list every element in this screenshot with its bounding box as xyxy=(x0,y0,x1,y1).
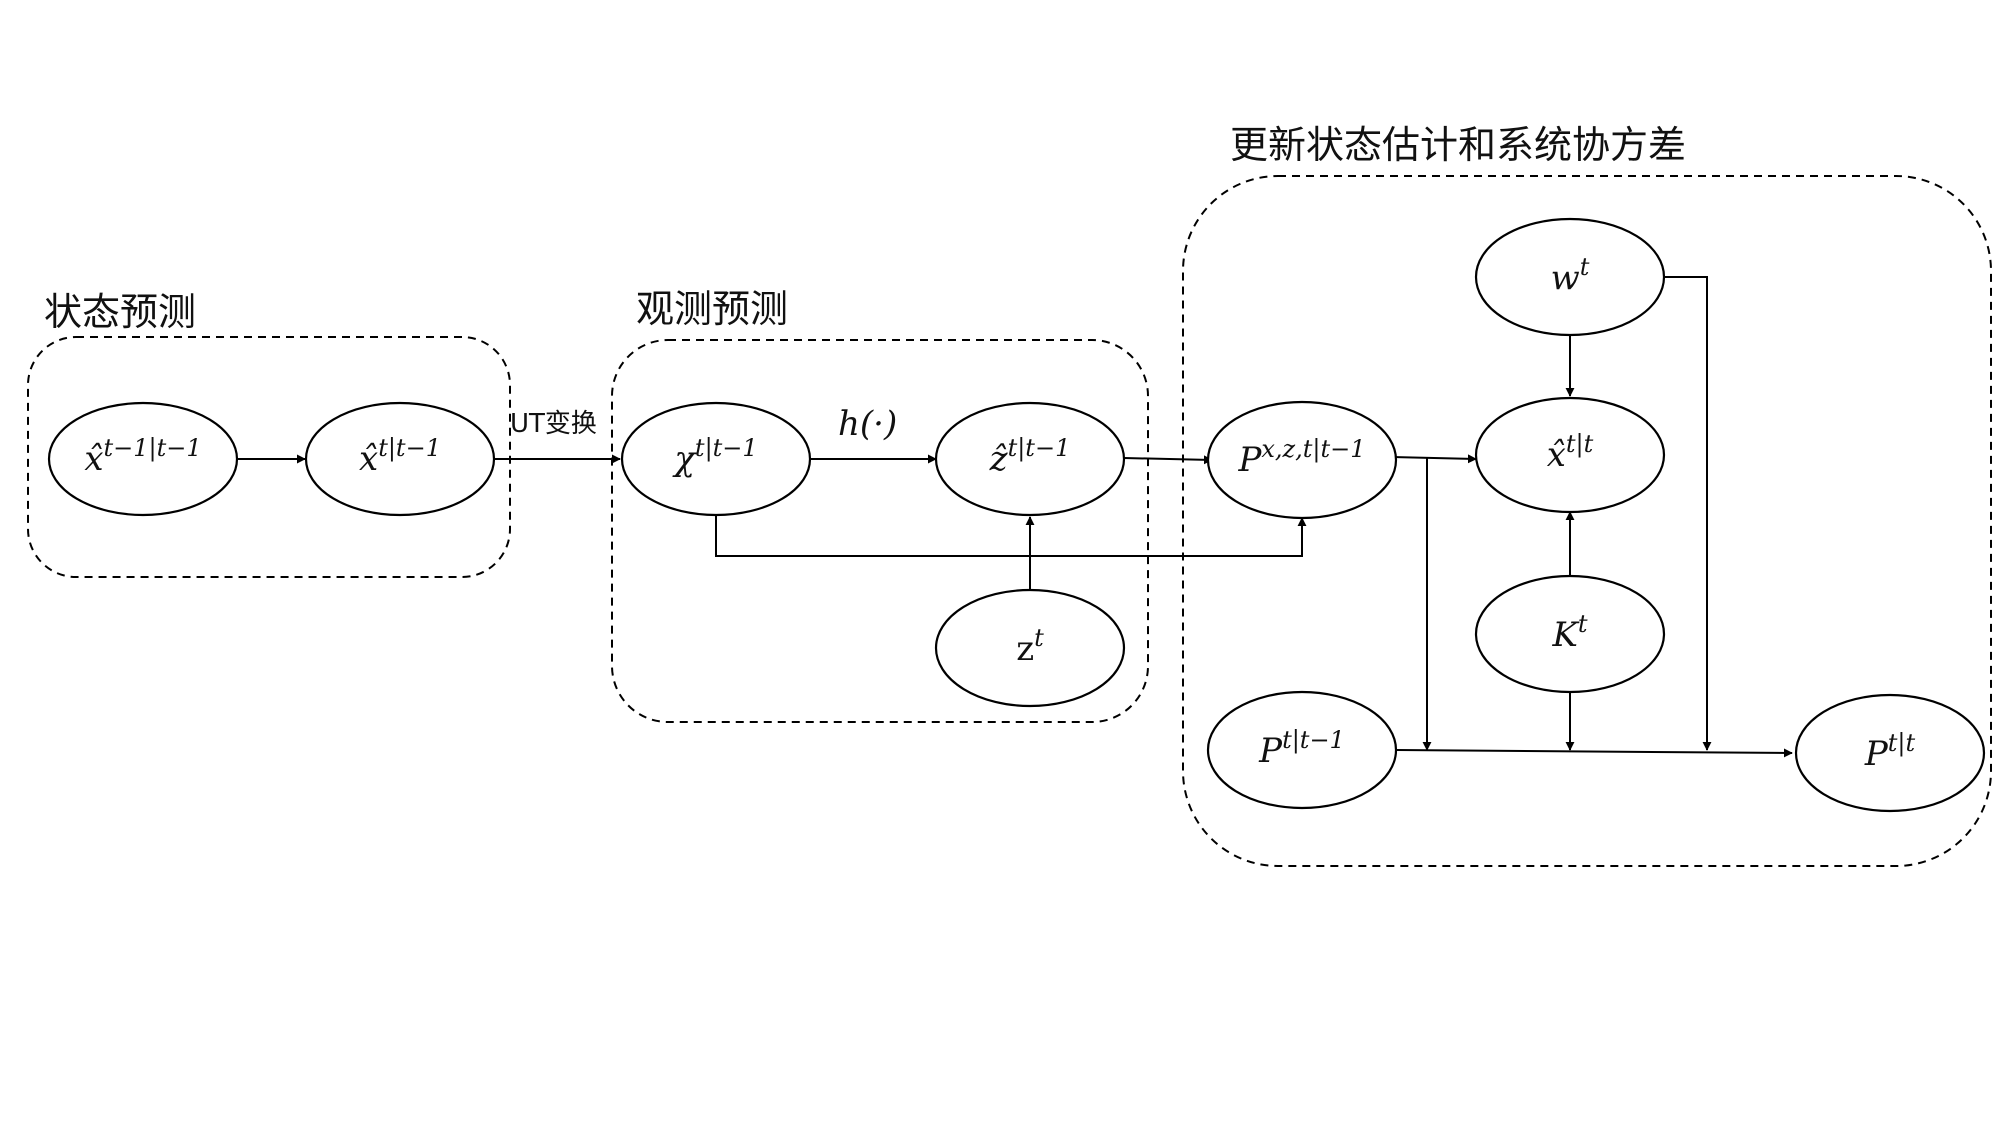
edge-pxz-xupd xyxy=(1393,454,1477,464)
node-p-upd: Pt|t xyxy=(1794,693,1986,813)
h-function-label: h(·) xyxy=(838,404,897,444)
node-x-hat-prev: x̂t−1|t−1 xyxy=(47,401,239,517)
node-z-hat-pred: ẑt|t−1 xyxy=(934,401,1126,517)
svg-text:zt: zt xyxy=(1016,624,1044,669)
node-w: wt xyxy=(1474,217,1666,337)
svg-text:Kt: Kt xyxy=(1551,610,1587,655)
svg-text:x̂t−1|t−1: x̂t−1|t−1 xyxy=(84,434,201,479)
node-p-xz: Px,z,t|t−1 xyxy=(1206,400,1398,520)
observation-prediction-box xyxy=(611,339,1149,723)
observation-prediction-title: 观测预测 xyxy=(636,287,788,331)
node-p-pred: Pt|t−1 xyxy=(1206,690,1398,810)
svg-text:x̂t|t−1: x̂t|t−1 xyxy=(359,434,441,479)
svg-text:Px,z,t|t−1: Px,z,t|t−1 xyxy=(1237,435,1365,480)
svg-text:Pt|t−1: Pt|t−1 xyxy=(1258,726,1345,771)
ut-transform-label: UT变换 xyxy=(510,409,597,439)
node-x-hat-pred: x̂t|t−1 xyxy=(304,401,496,517)
update-title: 更新状态估计和系统协方差 xyxy=(1230,123,1686,167)
update-box xyxy=(1182,175,1992,867)
edge-ppred-pupd xyxy=(1389,748,1793,758)
node-x-hat-upd: x̂t|t xyxy=(1474,396,1666,514)
svg-text:ẑt|t−1: ẑt|t−1 xyxy=(989,434,1071,479)
node-chi-pred: χt|t−1 xyxy=(620,401,812,517)
node-k: Kt xyxy=(1474,574,1666,694)
svg-text:Pt|t: Pt|t xyxy=(1864,729,1916,774)
edge-chi-pxz xyxy=(715,515,1307,557)
svg-text:χt|t−1: χt|t−1 xyxy=(672,434,757,479)
node-z-obs: zt xyxy=(934,588,1126,708)
svg-text:x̂t|t: x̂t|t xyxy=(1547,430,1594,475)
svg-text:wt: wt xyxy=(1551,253,1590,298)
edge-w-pupd xyxy=(1662,276,1712,751)
state-prediction-title: 状态预测 xyxy=(44,290,196,334)
edge-zhat-pxz xyxy=(1123,455,1213,465)
state-prediction-box xyxy=(27,336,511,578)
